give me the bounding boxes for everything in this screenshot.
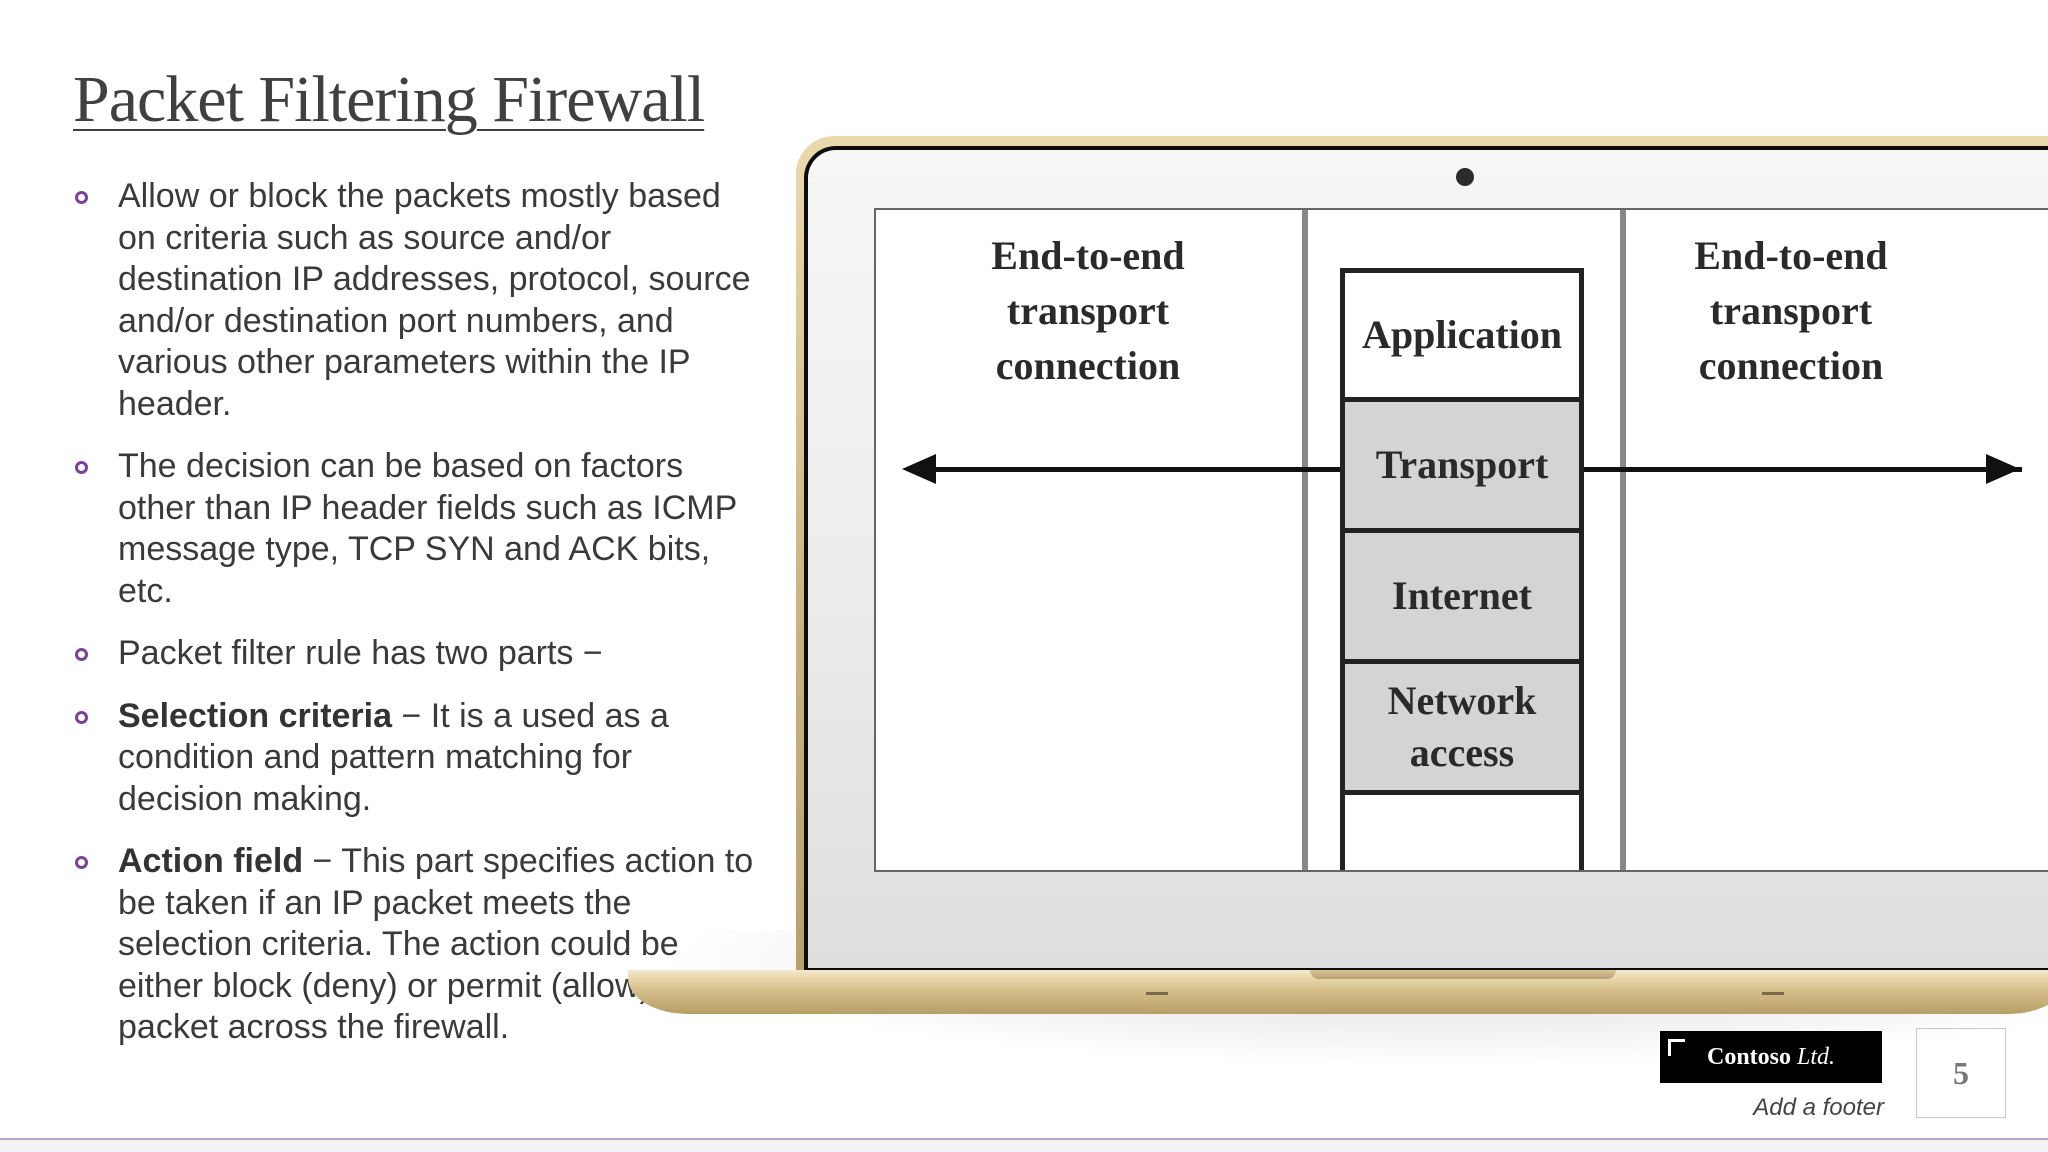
company-logo: Contoso Ltd. — [1660, 1031, 1882, 1083]
logo-name: Contoso — [1706, 1043, 1791, 1070]
bullet-item: Allow or block the packets mostly based … — [72, 176, 762, 425]
arrow-left-line — [932, 467, 1342, 472]
layer-transport: Transport — [1340, 397, 1584, 533]
bullet-list: Allow or block the packets mostly based … — [72, 176, 762, 1070]
bullet-item: The decision can be based on factors oth… — [72, 446, 762, 612]
layer-internet: Internet — [1340, 528, 1584, 664]
laptop-hinge — [1310, 970, 1616, 979]
diagram-divider-left — [1302, 210, 1308, 870]
footer-text: Add a footer — [1753, 1094, 1884, 1121]
laptop-foot — [1146, 992, 1168, 995]
bullet-bold-text: Action field — [118, 842, 304, 880]
logo-text: Contoso Ltd. — [1707, 1044, 1835, 1071]
right-label-line: connection — [1698, 343, 1884, 388]
right-label-line: End-to-end — [1694, 233, 1888, 278]
bottom-rule — [0, 1138, 2048, 1140]
bullet-text: The decision can be based on factors oth… — [118, 447, 737, 610]
protocol-stack: Application Transport Internet Network a… — [1340, 268, 1584, 870]
bullet-text: Packet filter rule has two parts − — [118, 634, 603, 672]
bullet-item: Selection criteria − It is a used as a c… — [72, 696, 762, 821]
layer-network-access: Network access — [1340, 659, 1584, 795]
bullet-text: − This part specifies action to be taken… — [118, 842, 754, 1046]
left-label-line: End-to-end — [991, 233, 1185, 278]
camera-icon — [1456, 168, 1474, 186]
tcp-ip-diagram: End-to-end transport connection End-to-e… — [874, 208, 2048, 872]
bullet-item: Packet filter rule has two parts − — [72, 633, 762, 675]
left-connection-label: End-to-end transport connection — [938, 228, 1238, 393]
laptop-foot — [1762, 992, 1784, 995]
bullet-bold-text: Selection criteria — [118, 696, 393, 735]
arrow-left-icon — [902, 454, 936, 484]
bottom-band — [0, 1140, 2048, 1152]
page-number: 5 — [1916, 1028, 2006, 1118]
left-label-line: transport — [1006, 288, 1170, 333]
logo-suffix: Ltd. — [1797, 1043, 1836, 1070]
arrow-right-icon — [1986, 454, 2020, 484]
bullet-text: Allow or block the packets mostly based … — [118, 177, 751, 423]
right-connection-label: End-to-end transport connection — [1641, 228, 1941, 393]
bullet-text: − It is a used as a condition and patter… — [118, 696, 669, 818]
bullet-item: Action field − This part specifies actio… — [72, 841, 762, 1049]
bullet-circle-icon — [75, 856, 88, 869]
slide-title: Packet Filtering Firewall — [73, 63, 705, 136]
layer-application: Application — [1340, 268, 1584, 402]
left-label-line: connection — [995, 343, 1181, 388]
bullet-circle-icon — [75, 461, 88, 474]
right-label-line: transport — [1709, 288, 1873, 333]
bullet-circle-icon — [75, 191, 88, 204]
bullet-circle-icon — [75, 710, 88, 724]
arrow-right-line — [1582, 467, 2022, 472]
bullet-circle-icon — [75, 648, 88, 661]
layer-physical: Physical — [1340, 790, 1584, 870]
diagram-divider-right — [1620, 210, 1626, 870]
logo-corner-icon — [1668, 1039, 1685, 1056]
